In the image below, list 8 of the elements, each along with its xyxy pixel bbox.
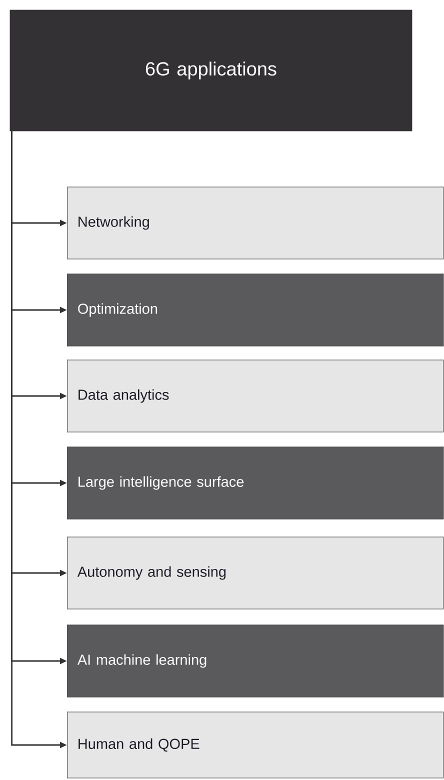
header-box: 6G applications [10,10,412,132]
category-box: Human and QOPE [67,712,444,778]
category-box: AI machine learning [67,624,444,698]
category-box: Autonomy and sensing [67,536,444,610]
category-box: Large intelligence surface [67,446,444,520]
category-box: Data analytics [67,360,444,432]
category-box: Optimization [67,274,444,346]
category-box: Networking [67,186,444,260]
